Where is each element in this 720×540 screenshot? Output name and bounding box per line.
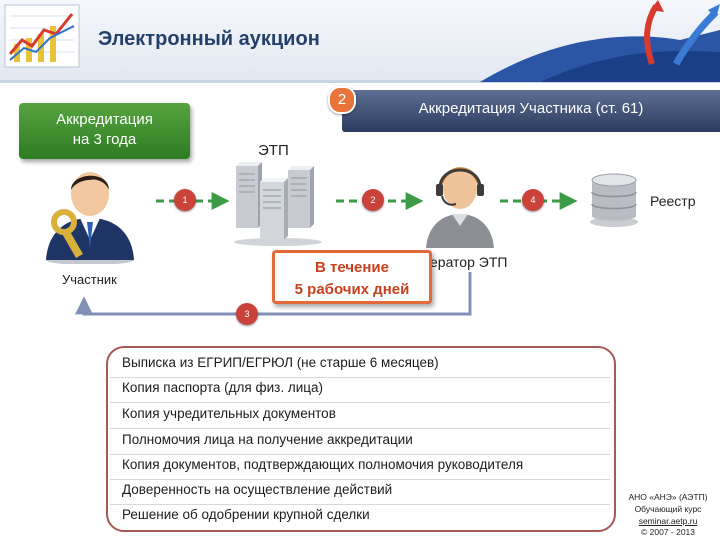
document-item: Копия учредительных документов — [122, 406, 336, 421]
document-item: Копия паспорта (для физ. лица) — [122, 380, 323, 395]
etp-label: ЭТП — [258, 142, 289, 159]
step-banner-text: Аккредитация Участника (ст. 61) — [418, 100, 644, 117]
document-item: Решение об одобрении крупной сделки — [122, 507, 370, 522]
footer-site-link[interactable]: seminar.aetp.ru — [638, 516, 698, 526]
footer-course: Обучающий курс — [634, 504, 702, 514]
document-item: Полномочия лица на получение аккредитаци… — [122, 432, 413, 447]
document-divider — [110, 402, 610, 403]
document-item: Выписка из ЕГРИП/ЕГРЮЛ (не старше 6 меся… — [122, 355, 439, 370]
document-divider — [110, 454, 610, 455]
accreditation-term-line1: Аккредитация — [56, 111, 153, 128]
accreditation-term-line2: на 3 года — [72, 131, 137, 148]
swoosh-logo-icon — [480, 0, 720, 82]
registry-label: Реестр — [650, 193, 696, 209]
document-divider — [110, 479, 610, 480]
document-divider — [110, 504, 610, 505]
step-number-4: 4 — [522, 189, 544, 211]
database-icon — [590, 173, 638, 227]
step-number-3: 3 — [236, 303, 258, 325]
accreditation-term-box: Аккредитация на 3 года — [19, 103, 190, 159]
operator-headset-icon — [426, 167, 494, 248]
person-key-icon — [46, 172, 134, 264]
document-divider — [110, 377, 610, 378]
header-divider — [0, 80, 720, 83]
step-number-2: 2 — [362, 189, 384, 211]
footer-org: АНО «АНЭ» (АЭТП) — [628, 492, 708, 502]
documents-panel — [106, 346, 616, 532]
chart-logo-icon — [4, 4, 80, 68]
footer-years: © 2007 - 2013 — [641, 527, 695, 537]
step-badge: 2 — [328, 86, 356, 114]
step-number-1: 1 — [174, 189, 196, 211]
servers-icon — [234, 162, 322, 246]
deadline-line2: 5 рабочих дней — [294, 281, 410, 298]
arrow-return-to-participant — [75, 272, 472, 316]
deadline-callout: В течение 5 рабочих дней — [272, 250, 432, 304]
participant-label: Участник — [62, 272, 117, 287]
deadline-line1: В течение — [315, 259, 389, 276]
document-item: Доверенность на осуществление действий — [122, 482, 393, 497]
document-item: Копия документов, подтверждающих полномо… — [122, 457, 524, 472]
operator-label: ератор ЭТП — [430, 254, 508, 270]
step-banner — [342, 90, 720, 132]
page-title: Электронный аукцион — [98, 28, 320, 50]
document-divider — [110, 428, 610, 429]
